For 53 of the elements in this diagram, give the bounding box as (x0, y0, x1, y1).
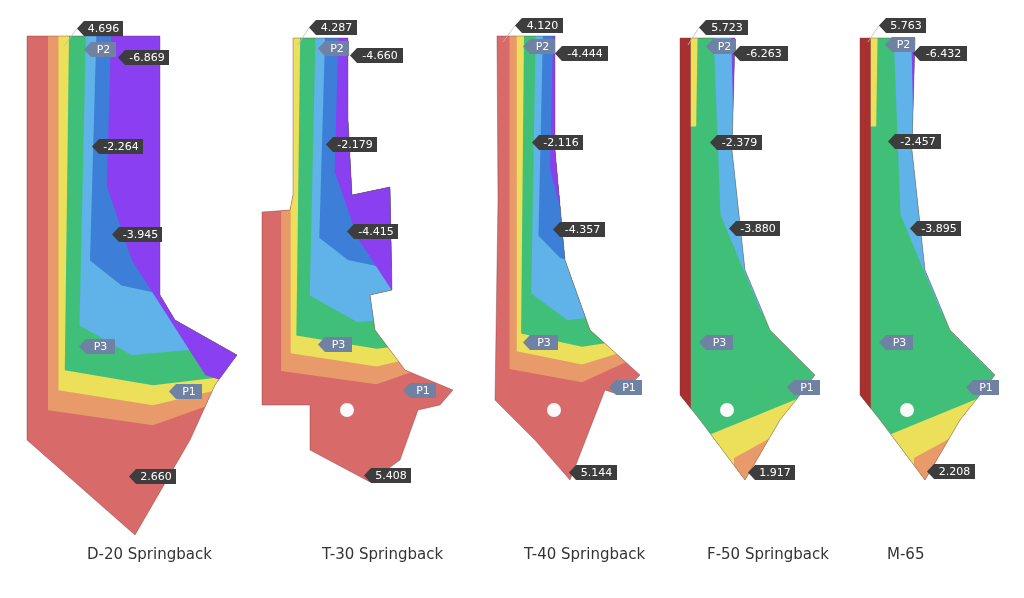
value-tag: -6.263 (733, 46, 788, 61)
point-marker-tag: P3 (879, 335, 913, 350)
value-tag: -4.660 (350, 48, 403, 63)
value-tag: -2.116 (532, 135, 583, 150)
value-tag: -2.264 (92, 139, 143, 154)
value-tag: 1.917 (748, 465, 795, 480)
value-tag: -3.895 (910, 221, 961, 236)
point-marker-tag: P3 (79, 339, 115, 354)
leader-line (63, 28, 78, 47)
point-marker-tag: P3 (318, 337, 352, 352)
figure-caption: F-50 Springback (707, 545, 829, 563)
leader-line (502, 25, 516, 43)
point-marker-tag: P2 (885, 37, 915, 52)
springback-contour-drawing (859, 37, 996, 481)
value-tag: 4.120 (515, 18, 563, 33)
leader-line (867, 25, 880, 43)
value-tag: -3.945 (112, 227, 162, 242)
figure-caption: T-30 Springback (322, 545, 444, 563)
point-marker-tag: P2 (523, 39, 555, 54)
value-tag: 5.723 (699, 20, 748, 35)
leader-line (297, 27, 310, 46)
value-tag: 5.763 (879, 18, 926, 33)
springback-contour-drawing (261, 37, 454, 483)
value-tag: -2.179 (326, 137, 377, 152)
value-tag: 5.144 (569, 465, 617, 480)
figure-caption: M-65 (887, 545, 925, 563)
point-marker-tag: P1 (403, 383, 436, 398)
point-marker-tag: P2 (318, 41, 349, 56)
point-marker-tag: P1 (609, 380, 642, 395)
value-tag: 2.208 (927, 464, 975, 479)
point-marker-tag: P3 (523, 335, 558, 350)
value-tag: -2.457 (888, 134, 941, 149)
value-tag: -4.357 (553, 222, 605, 237)
value-tag: -4.415 (347, 224, 398, 239)
value-tag: -4.444 (555, 46, 608, 61)
value-tag: 4.287 (309, 20, 357, 35)
point-marker-tag: P1 (966, 380, 999, 395)
point-marker-tag: P3 (699, 335, 733, 350)
value-tag: 2.660 (129, 469, 176, 484)
value-tag: 5.408 (364, 468, 411, 483)
value-tag: 4.696 (77, 21, 123, 36)
value-tag: -2.379 (710, 135, 762, 150)
springback-contour-drawing (679, 37, 816, 481)
figure-caption: T-40 Springback (524, 545, 646, 563)
value-tag: -6.432 (913, 46, 967, 61)
springback-contour-drawing (494, 35, 641, 481)
point-marker-tag: P1 (169, 384, 202, 399)
leader-line (687, 27, 700, 46)
point-marker-tag: P2 (84, 42, 116, 57)
point-marker-tag: P1 (787, 380, 820, 395)
value-tag: -6.869 (118, 50, 169, 65)
value-tag: -3.880 (729, 221, 780, 236)
springback-contour-drawing (26, 35, 238, 536)
